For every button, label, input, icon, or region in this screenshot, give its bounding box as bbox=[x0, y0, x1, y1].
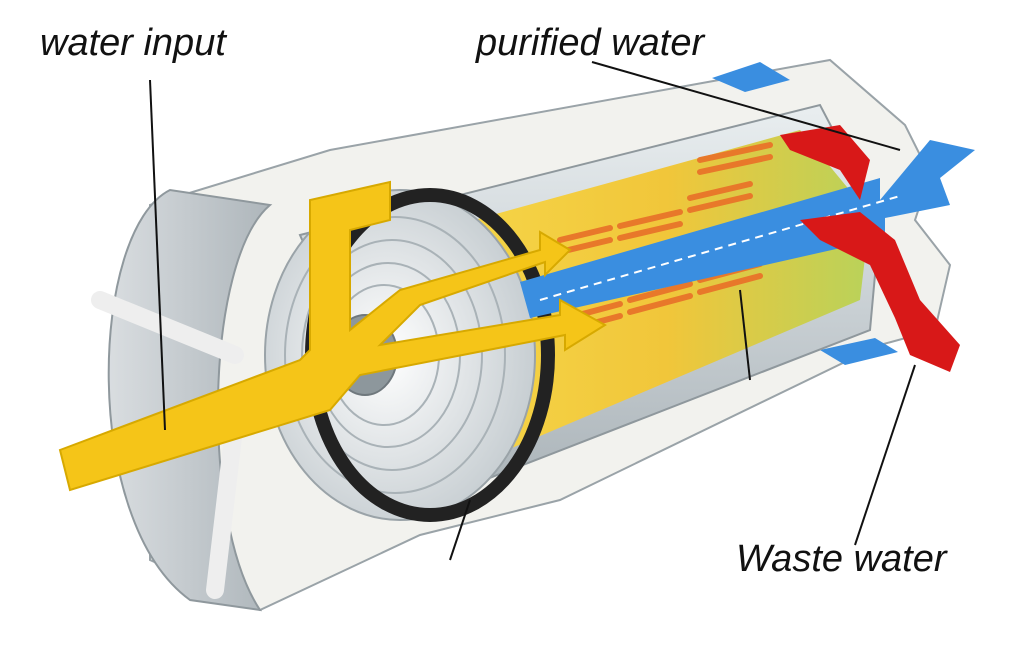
end-cap-spoke bbox=[91, 291, 244, 364]
end-cap bbox=[107, 188, 273, 612]
leader-line-housing bbox=[449, 499, 471, 561]
waste-water-flow bbox=[780, 125, 870, 200]
leader-line-core bbox=[739, 289, 751, 381]
end-cap-spoke bbox=[206, 411, 244, 599]
feed-water-input-arrow bbox=[58, 180, 607, 492]
housing-tab bbox=[712, 62, 790, 92]
housing-tab bbox=[820, 338, 898, 365]
spiral-windings bbox=[284, 216, 506, 494]
leader-line-purified bbox=[591, 61, 901, 151]
waste-water-label: Waste water bbox=[736, 538, 947, 580]
waste-water-outlet-arrow bbox=[800, 212, 960, 372]
leader-line-waste bbox=[854, 364, 916, 546]
purified-flow-dash bbox=[539, 195, 901, 301]
water-input-label: water input bbox=[40, 22, 226, 64]
leader-line-input bbox=[149, 79, 166, 431]
purified-water-label: purified water bbox=[476, 22, 705, 64]
